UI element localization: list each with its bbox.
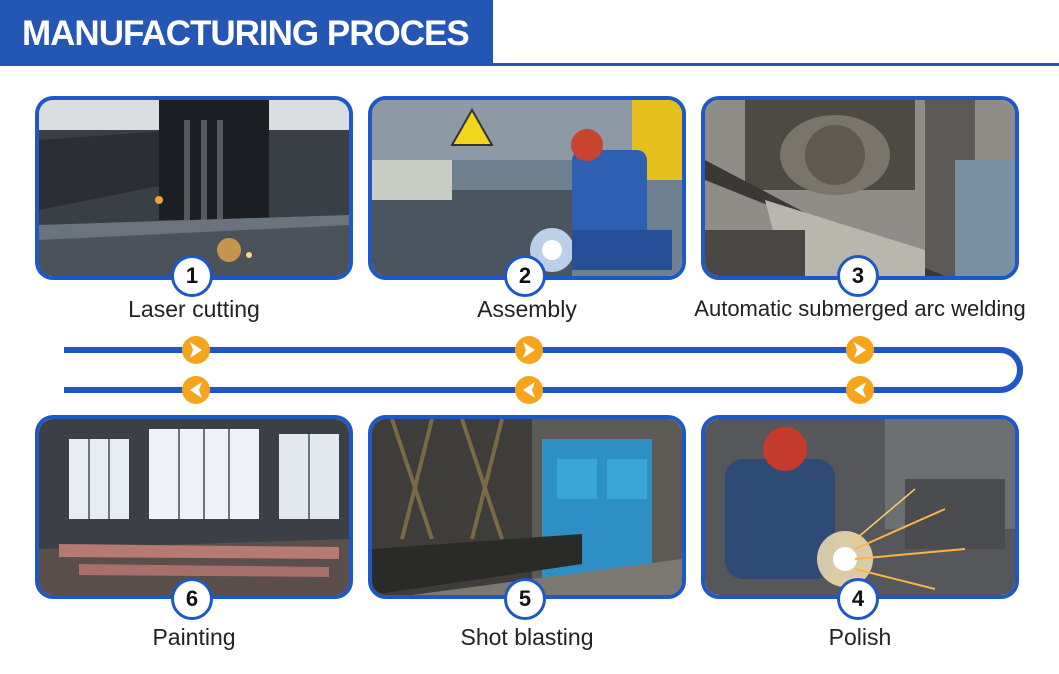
assembly-photo	[368, 96, 686, 280]
step-number-badge: 1	[171, 255, 213, 297]
submerged-arc-welding-photo	[701, 96, 1019, 280]
chevron-left-icon	[182, 376, 210, 404]
polish-photo	[701, 415, 1019, 599]
step-label: Laser cutting	[128, 296, 260, 322]
header-banner: MANUFACTURING PROCES	[0, 0, 493, 66]
step-number-badge: 6	[171, 578, 213, 620]
header-underline	[493, 63, 1059, 66]
chevron-right-icon	[515, 336, 543, 364]
shot-blasting-photo	[368, 415, 686, 599]
step-label: Automatic submerged arc welding	[694, 296, 1026, 321]
step-number-badge: 3	[837, 255, 879, 297]
step-label: Polish	[828, 624, 892, 650]
chevron-left-icon	[846, 376, 874, 404]
chevron-right-icon	[182, 336, 210, 364]
step-number-badge: 2	[504, 255, 546, 297]
step-number-badge: 4	[837, 578, 879, 620]
process-flow-connector	[0, 330, 1059, 410]
step-label: Assembly	[477, 296, 577, 322]
chevron-left-icon	[515, 376, 543, 404]
laser-cutting-photo	[35, 96, 353, 280]
chevron-right-icon	[846, 336, 874, 364]
page-title: MANUFACTURING PROCES	[22, 14, 470, 53]
step-number-badge: 5	[504, 578, 546, 620]
step-label: Painting	[152, 624, 236, 650]
painting-photo	[35, 415, 353, 599]
step-label: Shot blasting	[460, 624, 594, 650]
